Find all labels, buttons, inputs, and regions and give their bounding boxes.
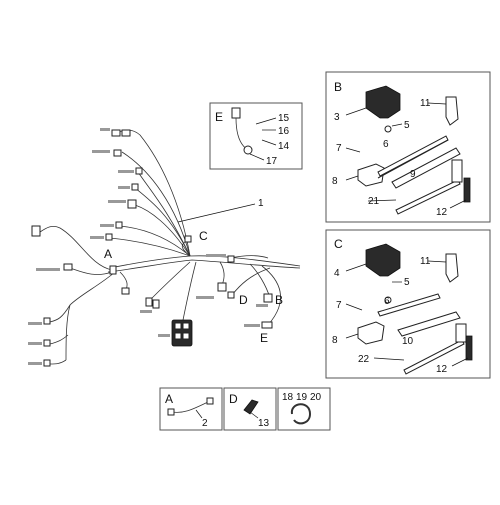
connector-icon (43, 317, 51, 325)
label-3: 3 (334, 112, 340, 123)
connector-icon (63, 263, 73, 271)
connector-icon (135, 167, 143, 175)
connector-icon (184, 235, 192, 243)
panel-B: B 3 11 5 7 6 8 9 21 12 (325, 71, 491, 223)
spark-plug-icon (463, 177, 471, 203)
connector-icon (127, 199, 137, 209)
label-8: 8 (332, 176, 338, 187)
connector-tags (28, 128, 268, 365)
panel-C-title: C (334, 237, 343, 251)
label-6: 6 (384, 296, 390, 307)
connector-icon (43, 359, 51, 367)
label-12: 12 (436, 207, 448, 218)
spark-plug-icon (465, 335, 473, 361)
panel-D: D 13 (223, 387, 277, 431)
panel-clip: 18 19 20 (277, 387, 331, 431)
connector-icon (121, 129, 131, 137)
callout-B: B (275, 293, 283, 307)
connector-icon (206, 397, 214, 405)
connector-icon (152, 299, 160, 309)
label-15: 15 (278, 113, 290, 124)
callout-D: D (239, 293, 248, 307)
connector-icon (115, 221, 123, 229)
panel-E-title: E (215, 110, 223, 124)
connector-icon (243, 399, 259, 415)
cable-clip-icon (290, 403, 312, 425)
connector-icon (227, 291, 235, 299)
connector-icon (43, 339, 51, 347)
callout-1: 1 (258, 198, 264, 209)
label-7: 7 (336, 143, 342, 154)
label-9: 9 (410, 169, 416, 180)
label-2: 2 (202, 418, 208, 429)
label-16: 16 (278, 126, 290, 137)
connector-icon (111, 129, 121, 137)
label-6: 6 (383, 139, 389, 150)
connector-icon (105, 233, 113, 241)
washer-icon (384, 296, 392, 304)
main-connectors (31, 129, 273, 367)
connector-icon (227, 255, 235, 263)
label-5: 5 (404, 120, 410, 131)
ignition-coil-icon (365, 85, 401, 119)
connector-icon (113, 149, 122, 157)
connector-icon (217, 282, 227, 292)
label-22: 22 (358, 354, 370, 365)
connector-icon (109, 265, 117, 275)
ignition-coil-icon (365, 243, 401, 277)
washer-icon (384, 125, 392, 133)
label-18: 18 (282, 392, 294, 403)
panel-D-title: D (229, 392, 238, 406)
panel-A-title: A (165, 392, 173, 406)
connector-icon (261, 321, 273, 329)
label-8: 8 (332, 335, 338, 346)
label-12: 12 (436, 364, 448, 375)
callout-A: A (104, 247, 112, 261)
connector-icon (121, 287, 130, 295)
panel-A: A 2 (159, 387, 223, 431)
spark-plug-cap-icon (445, 96, 459, 126)
main-callouts: 1 A C D B E (104, 198, 283, 345)
connector-icon (31, 225, 41, 237)
connector-icon (145, 297, 153, 307)
label-4: 4 (334, 268, 340, 279)
label-17: 17 (266, 156, 278, 167)
label-5: 5 (404, 277, 410, 288)
callout-E: E (260, 331, 268, 345)
panel-B-title: B (334, 80, 342, 94)
label-21: 21 (368, 196, 380, 207)
spark-plug-cap-icon (445, 253, 459, 283)
connector-icon (231, 107, 241, 119)
label-14: 14 (278, 141, 290, 152)
label-11: 11 (420, 98, 431, 109)
callout-C: C (199, 229, 208, 243)
label-13: 13 (258, 418, 270, 429)
label-7: 7 (336, 300, 342, 311)
panel-E: E 15 16 14 17 (209, 102, 303, 170)
panel-C: C 4 11 5 6 7 8 10 22 12 (325, 229, 491, 379)
connector-icon (263, 293, 273, 303)
connector-icon (131, 183, 139, 191)
label-19: 19 (296, 392, 308, 403)
label-10: 10 (402, 336, 414, 347)
connector-icon (167, 408, 175, 416)
label-20: 20 (310, 392, 322, 403)
label-11: 11 (420, 256, 431, 267)
